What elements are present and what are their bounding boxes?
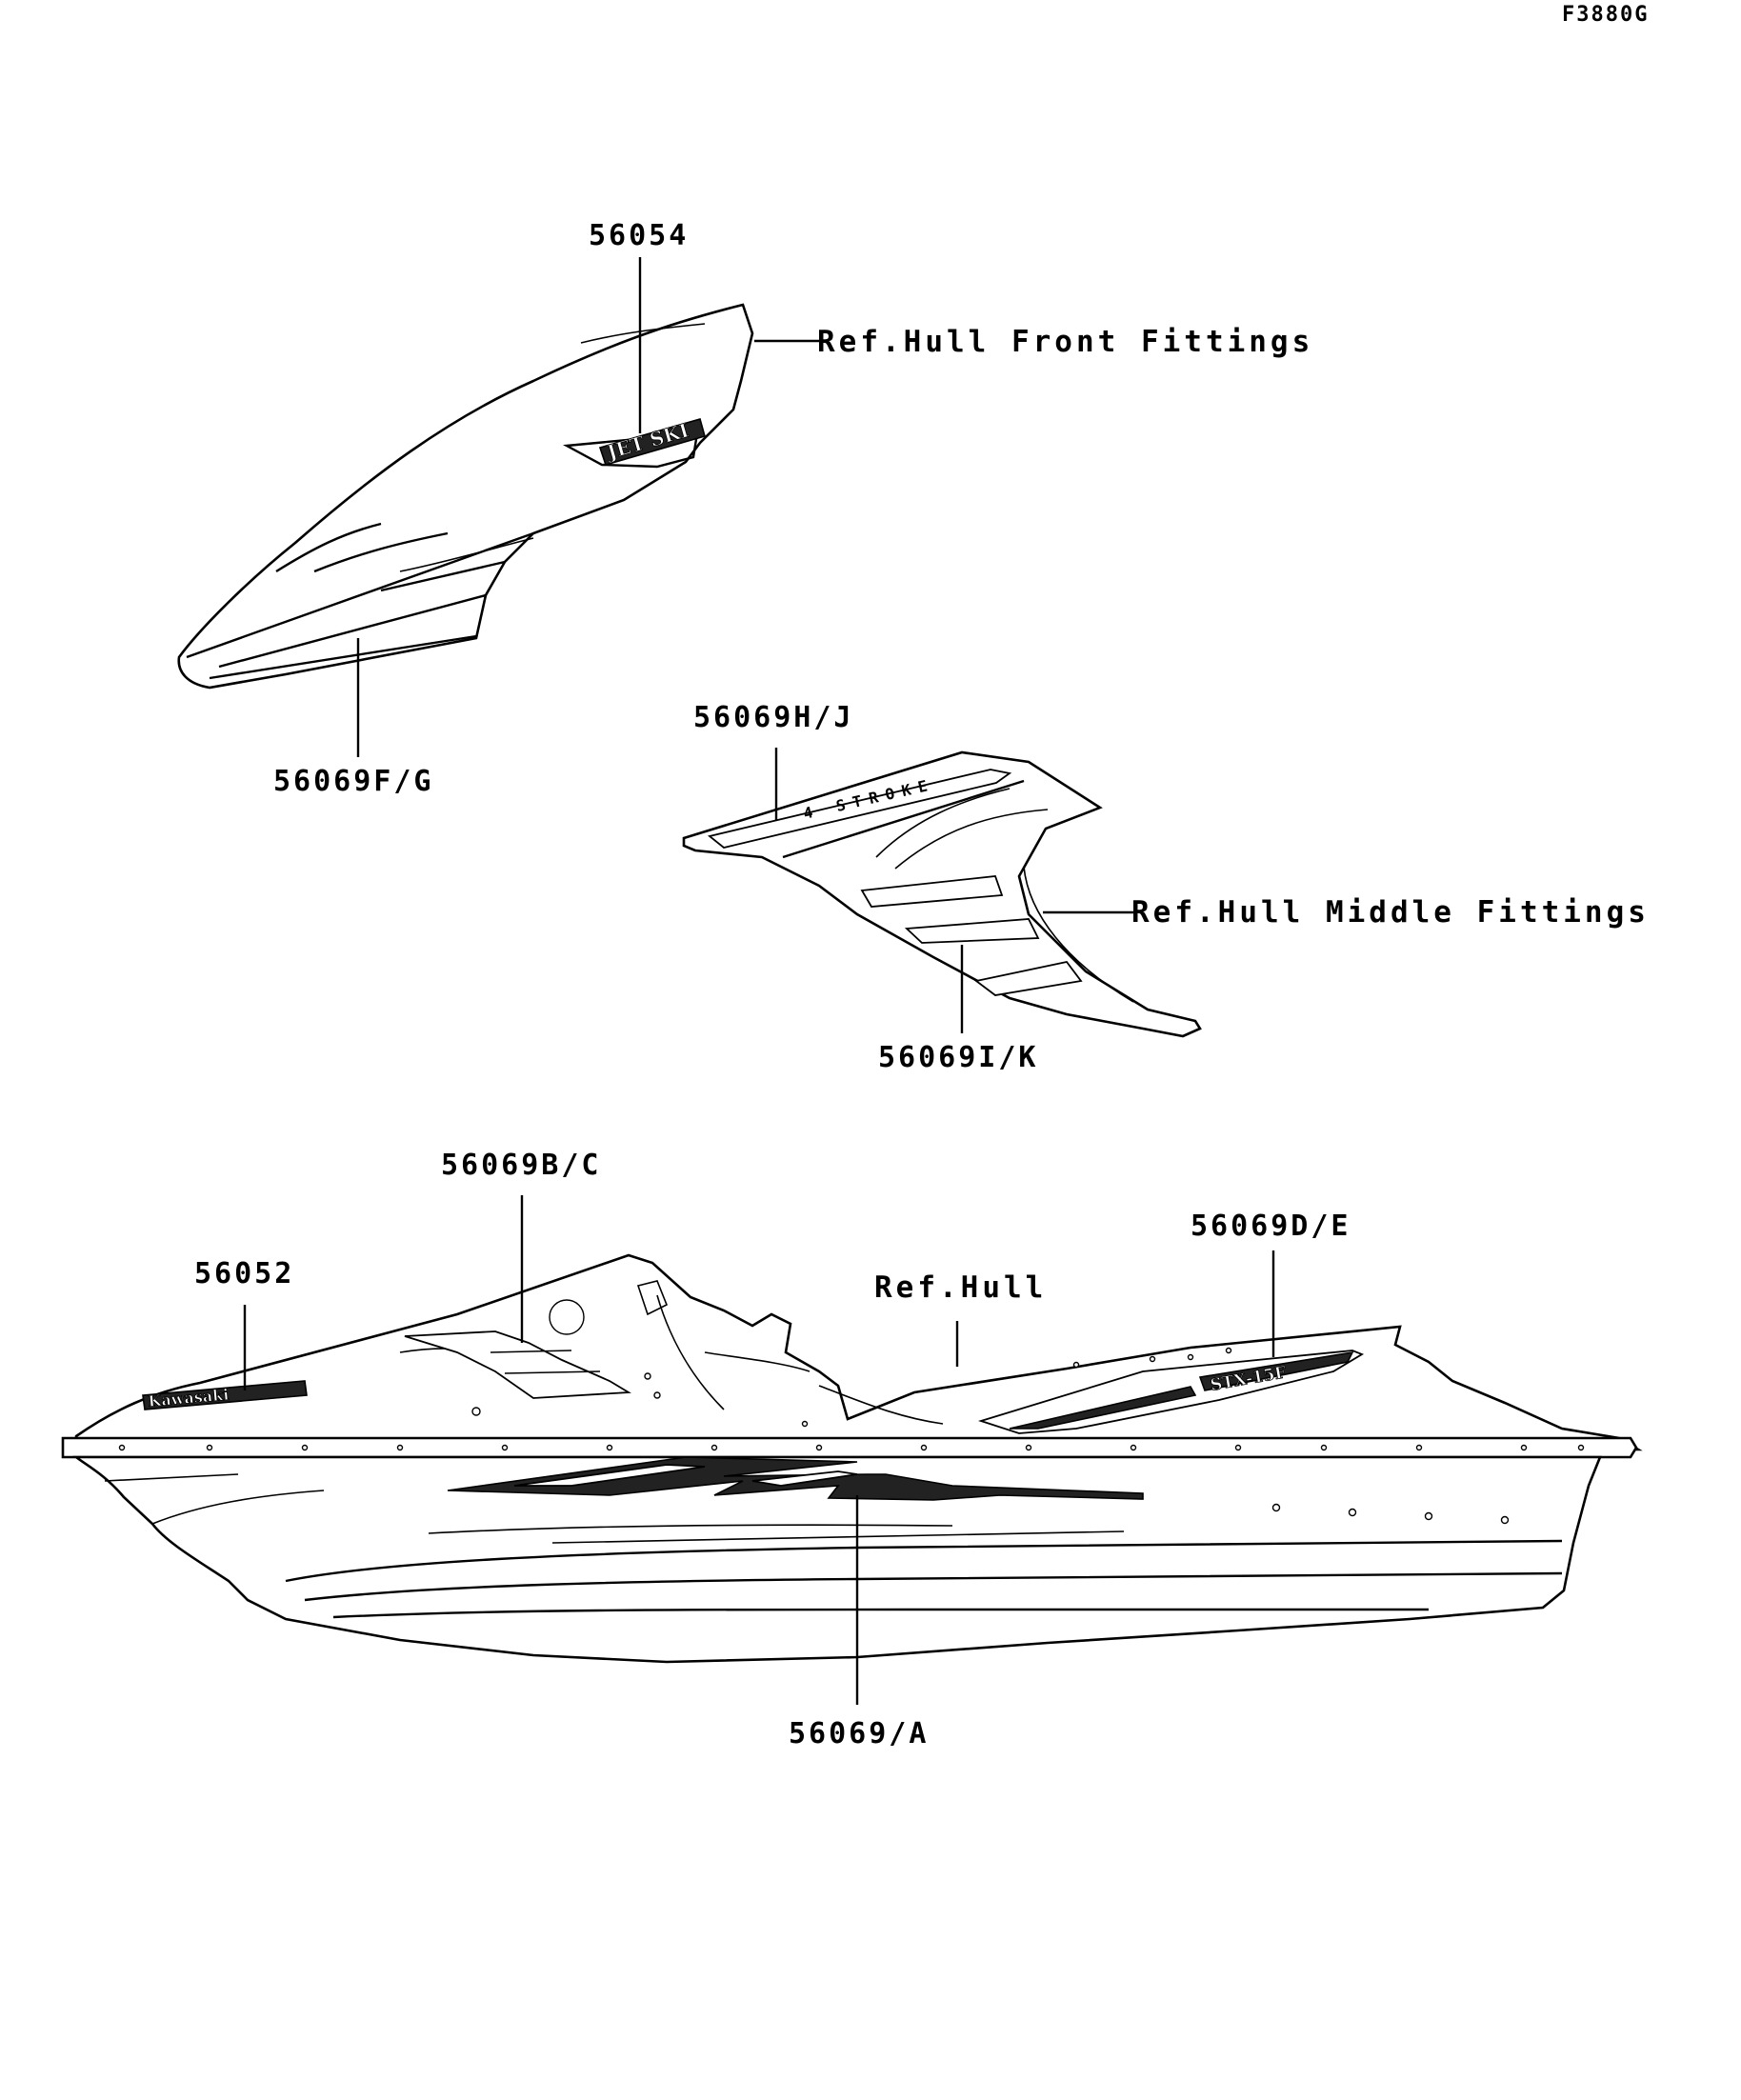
label-56069ik: 56069I/K	[878, 1041, 1039, 1074]
label-ref-hull: Ref.Hull	[874, 1270, 1047, 1305]
hull-front-panel: JET SKI	[177, 303, 754, 690]
label-56069de: 56069D/E	[1191, 1210, 1351, 1243]
label-ref-hull-middle-fittings: Ref.Hull Middle Fittings	[1131, 895, 1650, 930]
label-56054: 56054	[589, 219, 689, 252]
hull-rivets	[118, 1347, 1585, 1525]
label-56069fg: 56069F/G	[273, 765, 434, 798]
label-56069hj: 56069H/J	[693, 701, 854, 734]
hull-middle-panel: 4 STROKE	[682, 750, 1202, 1038]
label-56069bc: 56069B/C	[441, 1149, 602, 1182]
label-56052: 56052	[194, 1257, 294, 1290]
label-ref-hull-front-fittings: Ref.Hull Front Fittings	[817, 325, 1313, 359]
jet-ski-hull: Kawasaki STX-15F	[61, 1253, 1643, 1664]
figure-code: F3880G	[1562, 3, 1649, 27]
label-56069a: 56069/A	[789, 1717, 929, 1750]
handle-port	[549, 1299, 585, 1335]
